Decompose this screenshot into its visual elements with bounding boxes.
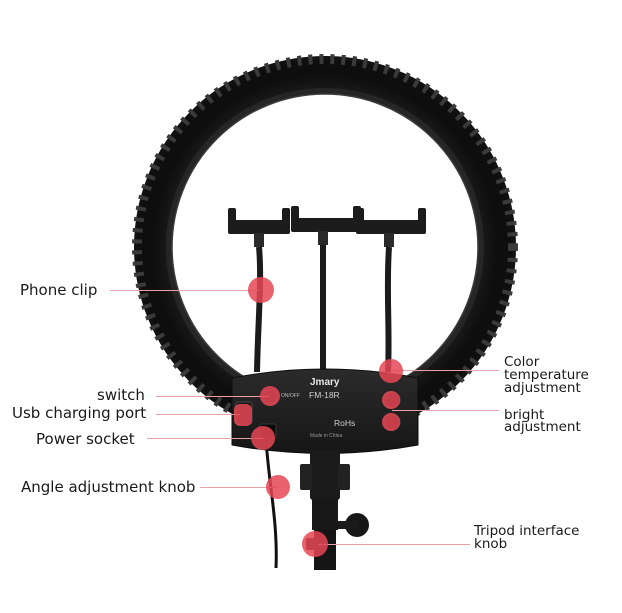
stand-mount (300, 450, 369, 570)
power-socket-label: Power socket (36, 430, 135, 448)
phone-clip-marker (248, 277, 274, 303)
phone-clip-center (291, 206, 361, 372)
power-socket-leader (147, 438, 263, 439)
bright-marker-top (382, 391, 400, 409)
angle-knob-marker (266, 475, 290, 499)
usb-port-marker (234, 404, 252, 426)
tripod-leader (318, 544, 470, 545)
switch-marker (260, 386, 280, 406)
switch-leader (156, 396, 270, 397)
power-cable (264, 437, 278, 569)
color-temp-label-line1: Color (504, 354, 540, 370)
model-number: FM-18R (309, 390, 340, 400)
tripod-label-line1: Tripod interface (474, 523, 580, 539)
tripod-label-line2: knob (474, 536, 508, 552)
phone-clip-leader (110, 290, 260, 291)
bright-leader (392, 410, 499, 411)
rohs-mark: RoHs (334, 418, 356, 428)
color-temp-marker (379, 359, 403, 383)
usb-port-leader (156, 414, 240, 415)
switch-mark: ON/OFF (281, 393, 300, 399)
angle-knob-label: Angle adjustment knob (21, 478, 196, 496)
bright-marker-bottom (382, 413, 400, 431)
phone-clip-right (356, 208, 426, 373)
color-temp-label-line3: adjustment (504, 380, 581, 396)
color-temp-label-line2: temperature (504, 367, 589, 383)
angle-knob-leader (200, 487, 278, 488)
phone-clip-label: Phone clip (20, 281, 98, 299)
origin-mark: Made in China (310, 433, 343, 439)
tripod-marker (302, 531, 328, 557)
bright-label-line2: adjustment (504, 419, 581, 435)
switch-label: switch (97, 386, 145, 404)
usb-port-label: Usb charging port (12, 404, 147, 422)
power-socket-marker (251, 426, 275, 450)
bright-label-line1: bright (504, 407, 545, 423)
color-temp-leader (392, 370, 499, 371)
brand-logo: Jmary (310, 377, 340, 388)
